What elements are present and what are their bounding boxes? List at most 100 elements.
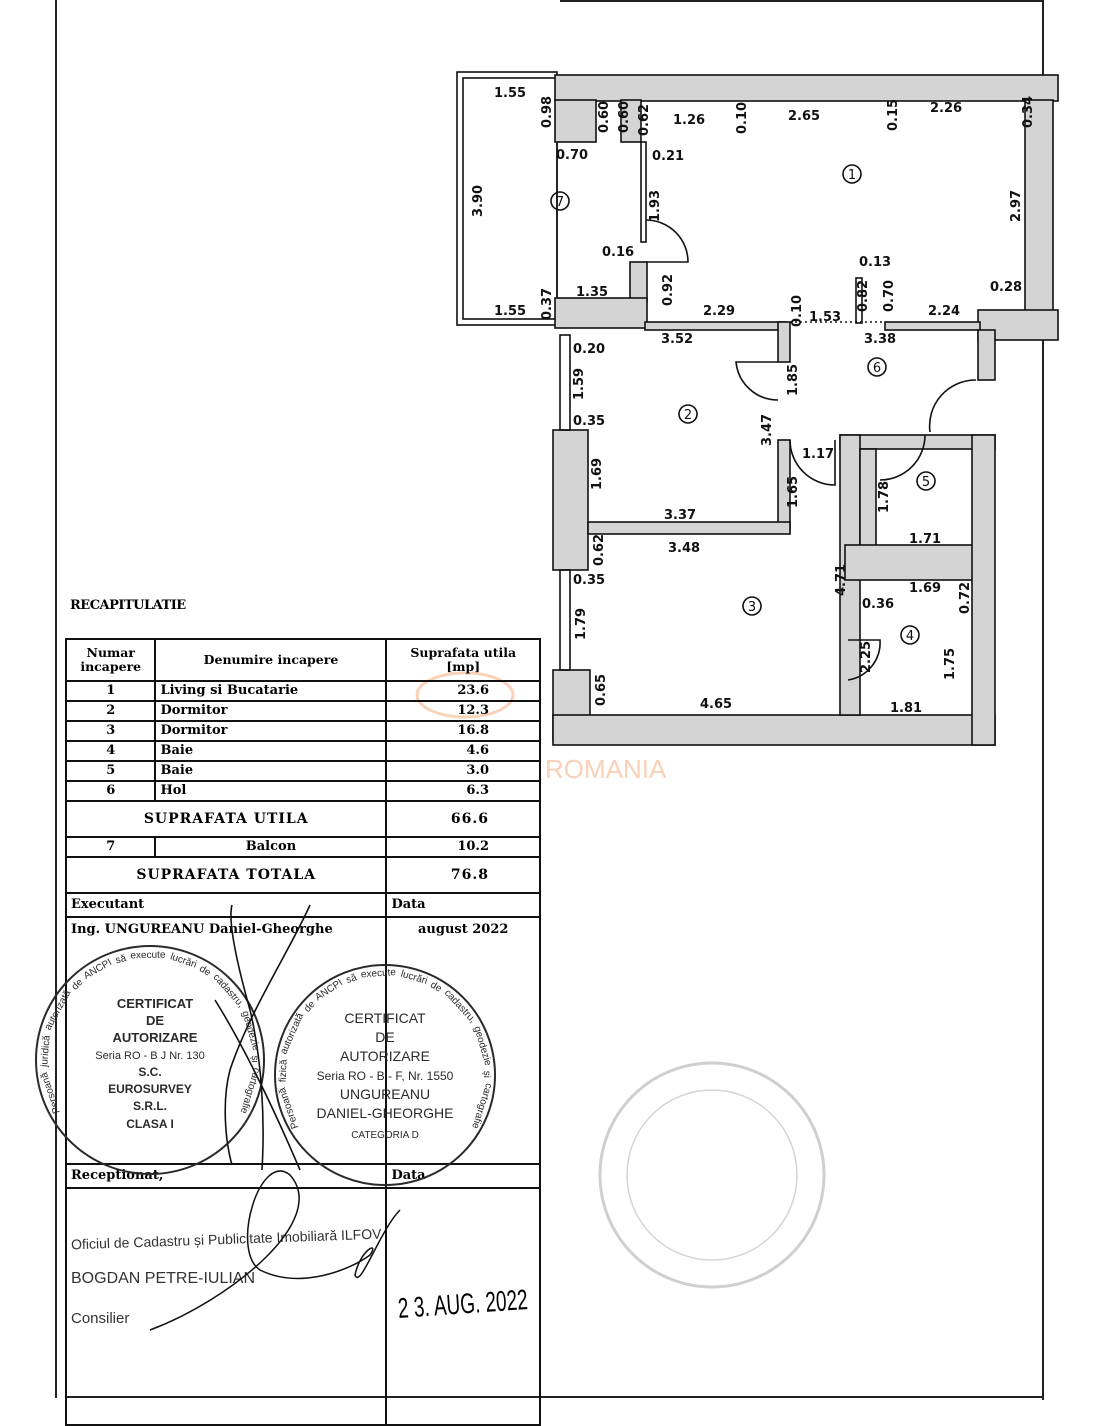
dimension-label: 1.55	[494, 304, 526, 319]
cell-nr: 6	[64, 780, 157, 802]
dimension-label: 3.38	[864, 332, 896, 347]
dimension-label: 1.93	[648, 190, 663, 222]
executant-name: Ing. UNGUREANU Daniel-Gheorghe	[64, 916, 388, 1165]
dimension-label: 0.70	[556, 148, 588, 163]
dimension-label: 1.69	[590, 458, 605, 490]
dimension-label: 0.36	[862, 597, 894, 612]
cell-nr: 2	[64, 700, 157, 722]
received-row: Oficiul de Cadastru și Publicitate Imobi…	[64, 1187, 541, 1426]
page-frame-right	[1042, 0, 1044, 1400]
dimension-label: 2.25	[859, 641, 874, 673]
dimension-label: 3.90	[471, 185, 486, 217]
walls	[552, 74, 1059, 746]
dimension-label: 3.37	[664, 508, 696, 523]
cell-area: 12.3	[385, 700, 541, 722]
header-number: Numar incapere	[64, 638, 157, 682]
dimension-label: 2.97	[1009, 190, 1024, 222]
cell-name: Baie	[154, 760, 388, 782]
dimensions-horizontal: 1.55 0.70 1.26 2.65 2.26 0.21 0.16 1.35 …	[494, 86, 1022, 716]
dimension-label: 3.47	[760, 414, 775, 446]
officer-role: Consilier	[71, 1310, 130, 1327]
dimension-label: 1.79	[574, 608, 589, 640]
dimension-label: 0.70	[882, 280, 897, 312]
received-date-stamp: 2 3. AUG. 2022	[397, 1284, 530, 1325]
room-number: 7	[556, 195, 564, 210]
dimension-label: 2.65	[788, 109, 820, 124]
total-area-value: 76.8	[385, 856, 541, 894]
dimension-label: 0.98	[540, 96, 555, 128]
dimension-label: 4.71	[834, 564, 849, 596]
received-label: Receptionat,	[64, 1163, 388, 1189]
room-number: 6	[873, 361, 881, 376]
dimension-label: 1.17	[802, 447, 834, 462]
cell-area: 16.8	[385, 720, 541, 742]
cell-nr: 5	[64, 760, 157, 782]
office-name: Oficiul de Cadastru și Publicitate Imobi…	[70, 1225, 382, 1253]
room-number: 2	[684, 408, 692, 423]
dimension-label: 0.92	[661, 274, 676, 306]
door-bath-4	[847, 639, 881, 681]
cell-name: Balcon	[154, 836, 388, 858]
dimension-label: 1.78	[877, 481, 892, 513]
dimension-label: 1.59	[572, 368, 587, 400]
dimension-label: 1.35	[576, 285, 608, 300]
dimension-label: 1.26	[673, 113, 705, 128]
room-number: 5	[922, 475, 930, 490]
dimension-label: 0.21	[652, 149, 684, 164]
cell-area: 4.6	[385, 740, 541, 762]
cell-nr: 4	[64, 740, 157, 762]
cell-area: 3.0	[385, 760, 541, 782]
room-number: 3	[748, 600, 756, 615]
dimension-label: 0.60	[597, 101, 612, 133]
dimension-label: 0.34	[1021, 96, 1036, 128]
door-balcony	[645, 219, 689, 263]
total-area-label: SUPRAFATA TOTALA	[64, 856, 388, 894]
cell-area: 6.3	[385, 780, 541, 802]
dimension-label: 0.72	[958, 582, 973, 614]
dimension-label: 0.28	[990, 280, 1022, 295]
page-frame-top	[560, 0, 1044, 2]
dimension-label: 0.82	[856, 280, 871, 312]
page-frame-left	[55, 0, 57, 1398]
received-header-row: Receptionat,Data	[64, 1163, 541, 1189]
dimension-label: 0.35	[573, 414, 605, 429]
room-number: 4	[906, 629, 914, 644]
executant-date: august 2022	[385, 916, 541, 1165]
dimension-label: 2.29	[703, 304, 735, 319]
executant-label: Executant	[64, 892, 388, 918]
dimension-label: 4.65	[700, 697, 732, 712]
door-hall	[928, 379, 977, 433]
dimension-label: 2.26	[930, 101, 962, 116]
cell-name: Dormitor	[154, 700, 388, 722]
cell-name: Living si Bucatarie	[154, 680, 388, 702]
dimension-label: 0.60	[617, 101, 632, 133]
watermark-text: ROMANIA	[545, 754, 667, 784]
dimension-label: 0.37	[540, 288, 555, 320]
doors	[645, 219, 977, 681]
dimension-label: 3.52	[661, 332, 693, 347]
header-name: Denumire incapere	[154, 638, 388, 682]
dimension-label: 0.10	[790, 295, 805, 327]
dimensions-vertical: 0.98 0.60 0.60 0.62 0.10 0.15 0.34 3.90 …	[471, 96, 1036, 706]
dimension-label: 3.48	[668, 541, 700, 556]
dimension-label: 1.85	[786, 364, 801, 396]
cell-nr: 1	[64, 680, 157, 702]
cell-nr: 7	[64, 836, 157, 858]
room-number: 1	[848, 168, 856, 183]
cell-name: Dormitor	[154, 720, 388, 742]
cell-name: Hol	[154, 780, 388, 802]
received-date-label: Data	[385, 1163, 541, 1189]
door-bath-5	[879, 434, 926, 481]
dimension-label: 1.69	[909, 581, 941, 596]
door-room-3	[789, 439, 836, 486]
faded-stamp	[598, 1061, 826, 1289]
dimension-label: 1.53	[809, 310, 841, 325]
dimension-label: 0.62	[637, 104, 652, 136]
page-frame-bottom	[65, 1396, 1044, 1398]
